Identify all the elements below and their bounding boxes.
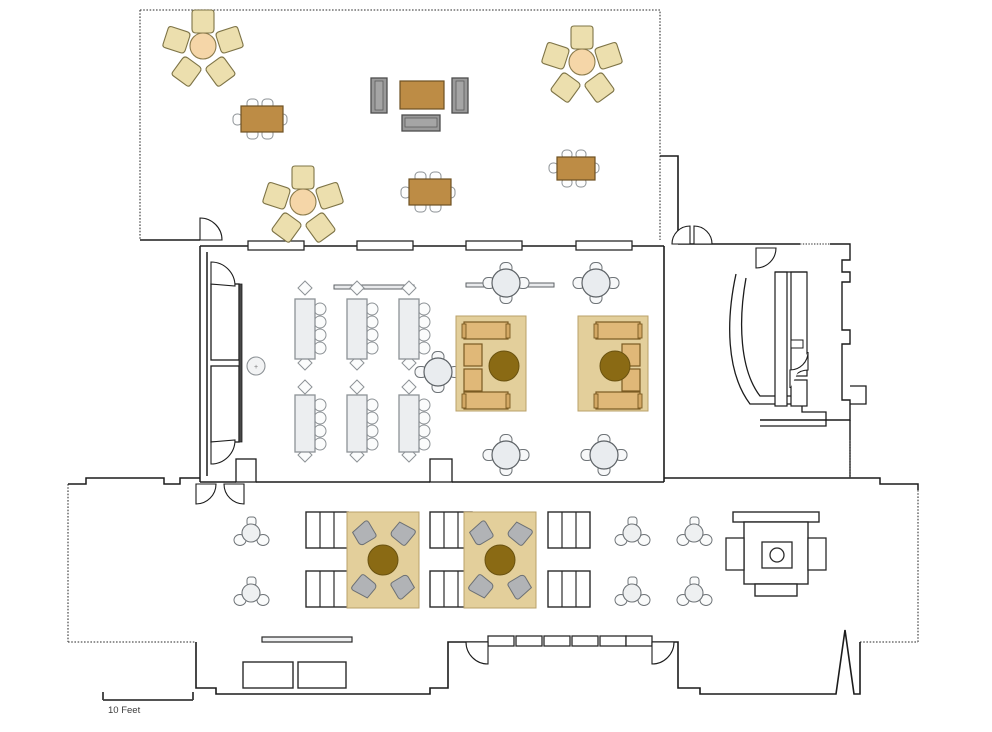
column-marker: + — [246, 356, 266, 376]
table-top — [240, 105, 284, 133]
booth-bench[interactable] — [547, 570, 591, 608]
coffee-table — [399, 80, 445, 110]
upper-room-furniture — [161, 9, 624, 244]
bar-station[interactable] — [725, 511, 827, 597]
round-table-group[interactable] — [482, 262, 530, 304]
three-chair-table[interactable] — [676, 516, 713, 546]
sofa-bottom — [401, 114, 441, 132]
lounge-rug-left[interactable] — [346, 511, 420, 609]
scale-bar-label: 10 Feet — [108, 705, 141, 716]
sofa-group-upper[interactable] — [370, 77, 469, 132]
curved-wall-outer — [729, 273, 827, 427]
round-table-group[interactable] — [580, 434, 628, 476]
right-zone-small-annex — [850, 385, 867, 405]
door-upper-right-a — [671, 225, 691, 245]
three-chair-table[interactable] — [676, 576, 713, 606]
lounge-cluster-2[interactable] — [540, 25, 624, 104]
counter-bar — [261, 636, 353, 643]
coffee-table — [488, 350, 520, 382]
dining-table-1[interactable] — [232, 98, 288, 140]
three-chair-table[interactable] — [233, 576, 270, 606]
banquet-row-1[interactable] — [294, 280, 431, 371]
conference-lounge-left[interactable] — [455, 315, 527, 412]
round-table-group[interactable] — [414, 351, 462, 393]
booth-bench[interactable] — [305, 570, 349, 608]
scale-bar: 10 Feet — [102, 692, 194, 716]
three-chair-table[interactable] — [233, 516, 270, 546]
right-zone-outer-wall — [760, 243, 851, 421]
middle-bottom-pier-a — [235, 458, 257, 483]
middle-bottom-pier-b — [429, 458, 453, 483]
three-chair-table[interactable] — [614, 576, 651, 606]
lounge-table — [189, 32, 217, 60]
middle-room-furniture: + — [246, 262, 649, 476]
banquet-row-2[interactable] — [294, 379, 431, 463]
door-right-stair-b — [789, 351, 809, 389]
door-left-upper — [210, 261, 236, 287]
stair-block — [774, 271, 808, 407]
banquet-table — [398, 280, 431, 371]
lower-room-bottom-wall — [195, 641, 460, 695]
booth-bench[interactable] — [305, 511, 349, 549]
door-right-stair-a — [755, 247, 777, 269]
door-upper-left — [199, 217, 223, 241]
upper-room-boundary — [140, 9, 661, 240]
banquet-table — [294, 379, 327, 463]
banquet-table — [398, 379, 431, 463]
lower-room-top-wall-left — [68, 477, 200, 485]
coffee-table — [599, 350, 631, 382]
coffee-table — [484, 544, 516, 576]
lower-bottom-windows — [487, 635, 653, 647]
lower-room-dotted-right — [860, 490, 919, 643]
lounge-cluster-3[interactable] — [261, 165, 345, 244]
table-top — [556, 156, 596, 181]
armchair-right — [451, 77, 469, 114]
round-table-group[interactable] — [482, 434, 530, 476]
left-wall-door-panels — [210, 283, 243, 443]
middle-room-left-wall — [199, 246, 208, 482]
banquet-table — [294, 280, 327, 371]
lower-room-furniture — [233, 511, 827, 689]
table-top — [408, 178, 452, 206]
door-lower-left-b — [223, 483, 245, 505]
lounge-table — [568, 48, 596, 76]
wall-layer — [67, 9, 919, 695]
dining-table-2[interactable] — [400, 171, 456, 213]
lounge-cluster-1[interactable] — [161, 9, 245, 88]
door-upper-right-b — [693, 225, 713, 245]
door-left-lower — [210, 439, 236, 465]
middle-top-windows — [247, 240, 633, 251]
coffee-table — [367, 544, 399, 576]
armchair-left — [370, 77, 388, 114]
lounge-table — [289, 188, 317, 216]
station-circle — [769, 547, 785, 563]
lower-room-top-wall-right — [664, 477, 919, 490]
dining-table-3[interactable] — [548, 149, 600, 188]
three-chair-table[interactable] — [614, 516, 651, 546]
upper-right-wall-jog — [660, 155, 679, 240]
door-lower-center-a — [465, 641, 489, 665]
cabinet-unit[interactable] — [297, 661, 347, 689]
lounge-rug-right[interactable] — [463, 511, 537, 609]
door-lower-left-a — [195, 483, 217, 505]
cabinet-unit[interactable] — [242, 661, 294, 689]
conference-lounge-right[interactable] — [577, 315, 649, 412]
svg-text:+: + — [254, 364, 258, 371]
booth-bench[interactable] — [547, 511, 591, 549]
banquet-table — [346, 280, 379, 371]
curved-wall-inner — [740, 277, 800, 397]
round-table-group[interactable] — [572, 262, 620, 304]
banquet-table — [346, 379, 379, 463]
door-layer — [195, 217, 809, 665]
door-lower-center-b — [651, 641, 675, 665]
